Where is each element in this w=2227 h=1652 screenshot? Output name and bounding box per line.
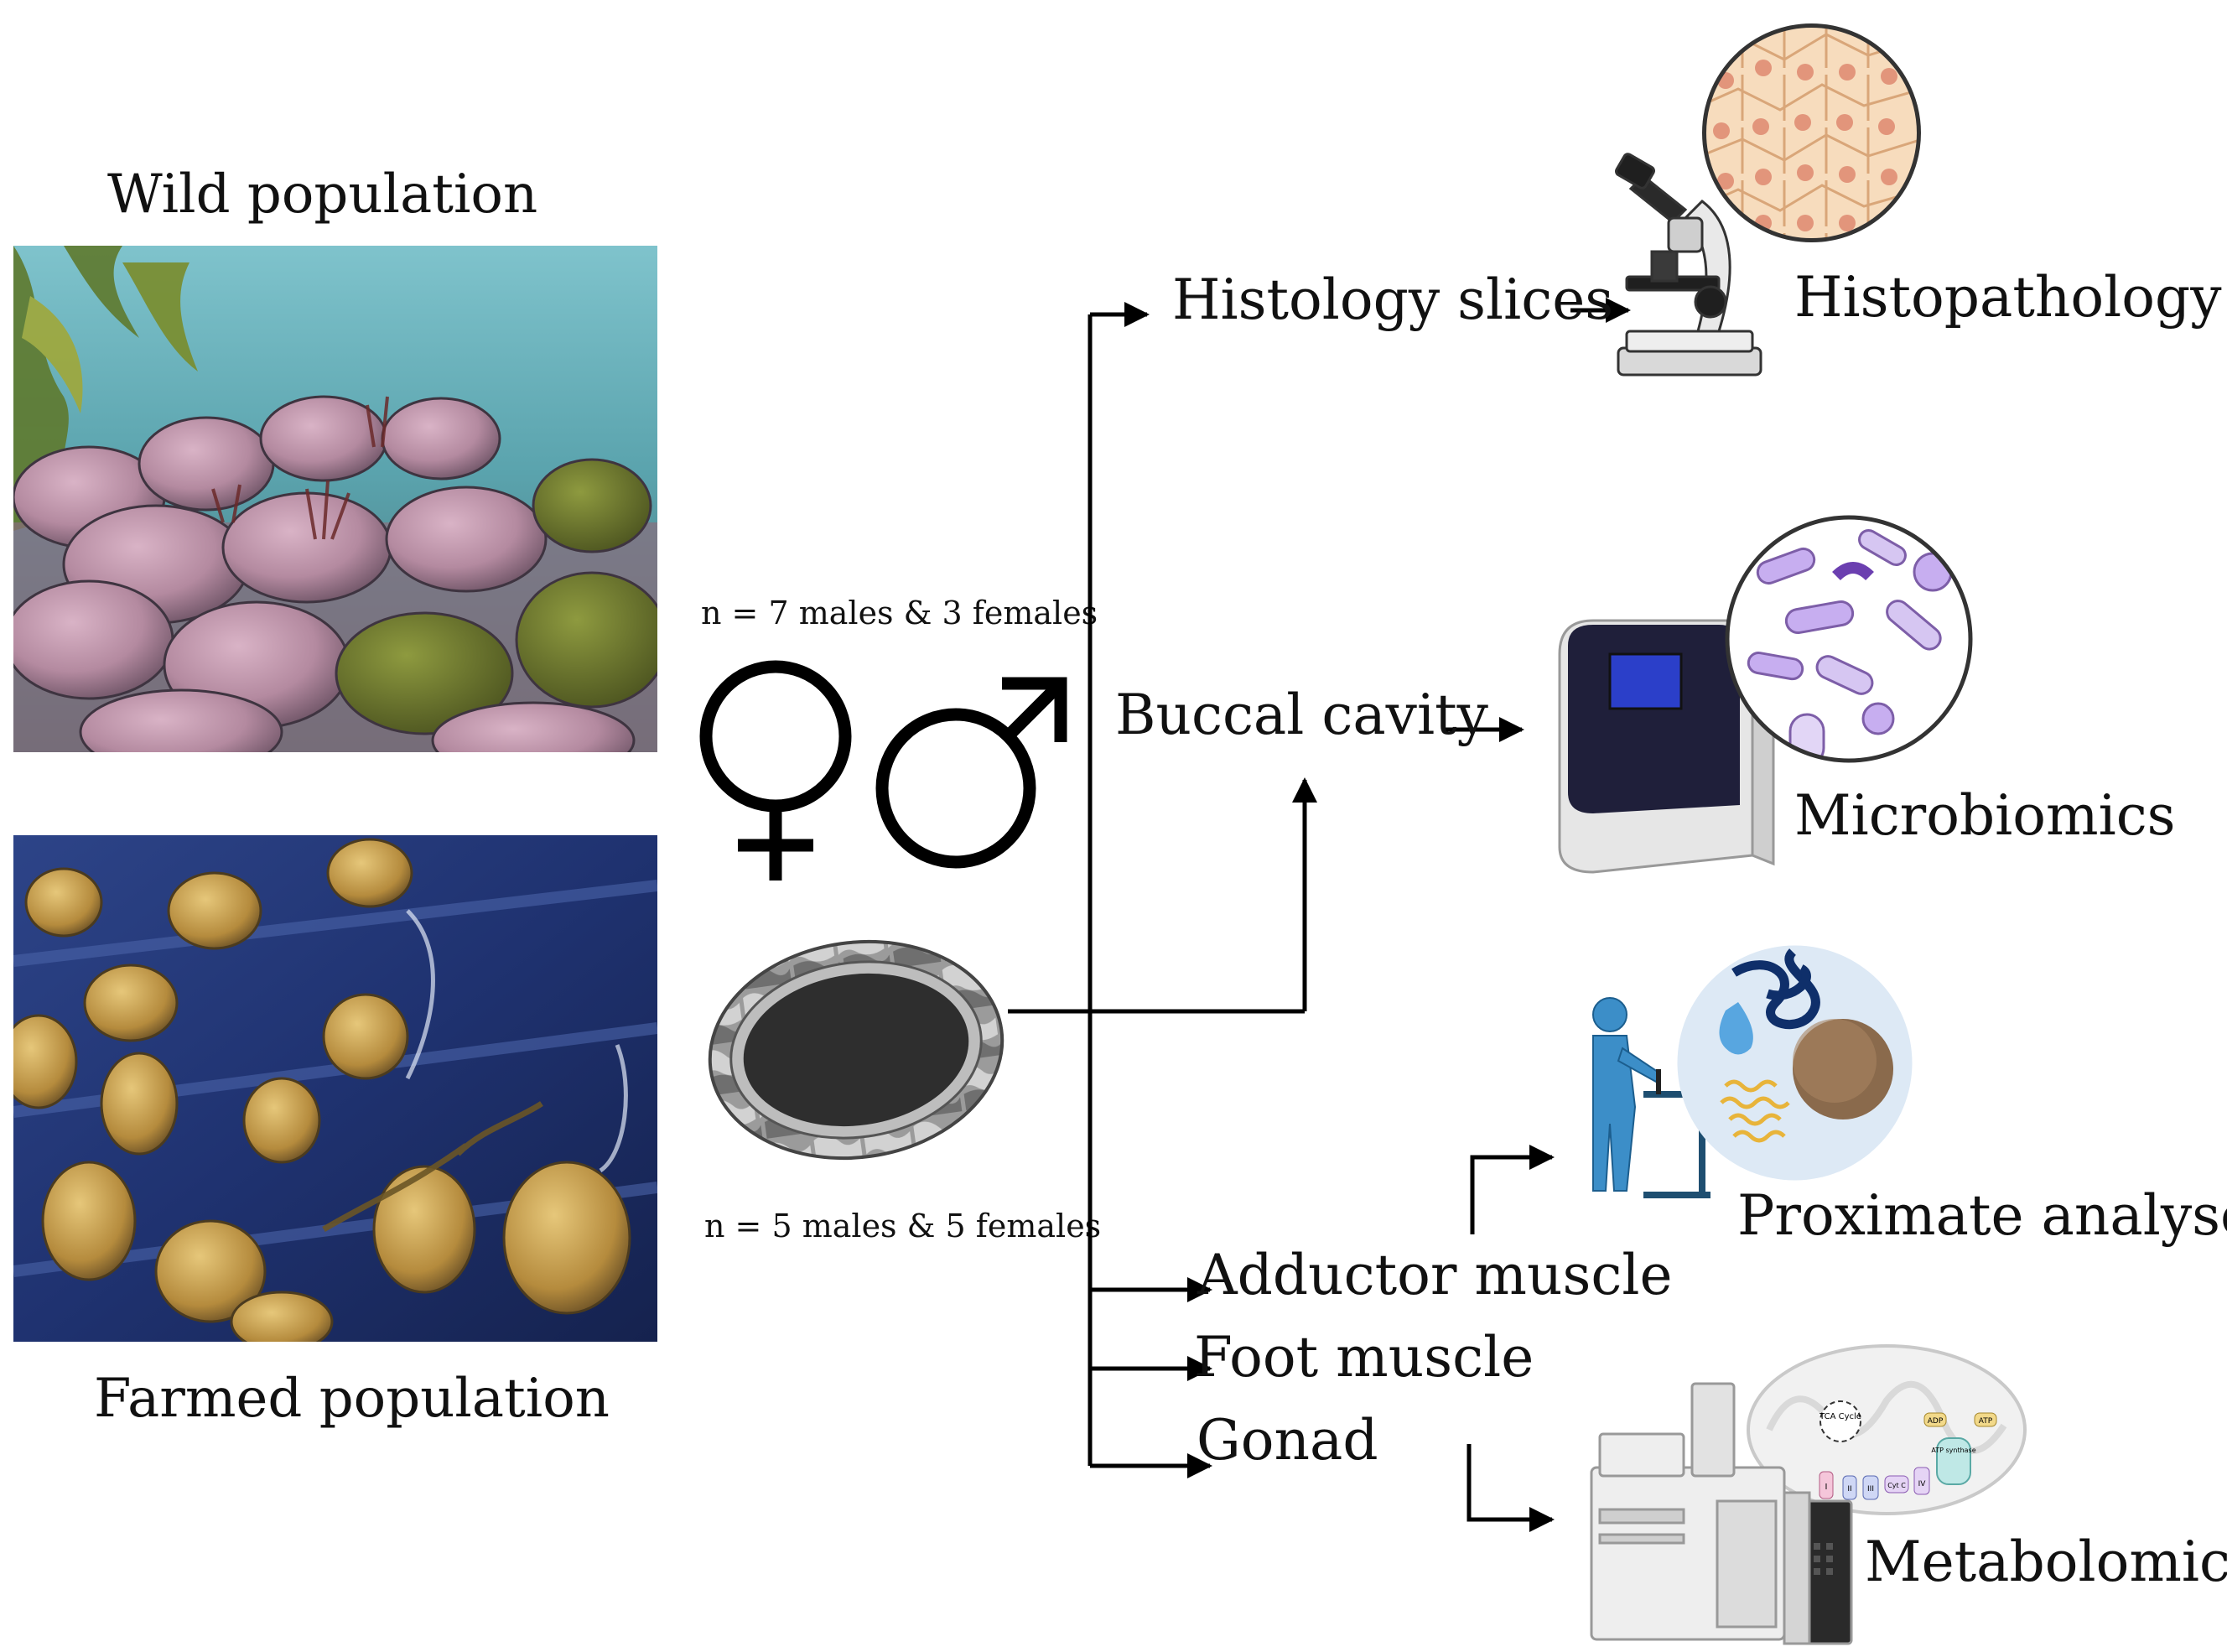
microscope-icon — [1615, 153, 1762, 377]
tca-cycle-label: TCA Cycle — [1819, 1412, 1861, 1421]
tissue-cells-icon — [1702, 23, 1921, 242]
abalone-icon — [708, 939, 1004, 1161]
buccal-cavity-label: Buccal cavity — [1115, 683, 1488, 747]
metabolomics-label: Metabolomics — [1865, 1530, 2227, 1594]
lab-worker-icon — [1592, 997, 1710, 1198]
microbiomics-label: Microbiomics — [1794, 783, 2176, 848]
gonad-label: Gonad — [1197, 1408, 1378, 1473]
histopathology-label: Histopathology — [1794, 265, 2222, 330]
bacteria-icon — [1725, 515, 1973, 763]
foot-muscle-label: Foot muscle — [1194, 1325, 1534, 1390]
cytc-label: Cyt C — [1887, 1482, 1906, 1489]
farmed-population-photo — [13, 835, 657, 1342]
wild-population-title: Wild population — [107, 164, 538, 226]
mass-spectrometer-icon — [1590, 1382, 1853, 1645]
complex-3-label: III — [1867, 1485, 1874, 1494]
male-symbol-icon — [875, 677, 1067, 869]
wild-population-photo — [13, 246, 657, 752]
nutrients-icon — [1677, 945, 1913, 1181]
complex-2-label: II — [1847, 1485, 1851, 1494]
complex-1-label: I — [1825, 1483, 1828, 1492]
histology-slices-label: Histology slices — [1172, 268, 1614, 332]
adductor-muscle-label: Adductor muscle — [1197, 1243, 1673, 1307]
wild-sample-size: n = 7 males & 3 females — [701, 595, 1098, 631]
farmed-population-title: Farmed population — [94, 1368, 610, 1430]
adp-label: ADP — [1928, 1417, 1944, 1426]
atp-synthase-label: ATP synthase — [1931, 1447, 1975, 1454]
atp-label: ATP — [1979, 1417, 1993, 1426]
mitochondria-icon: TCA Cycle ADP ATP ATP synthase I II III … — [1747, 1344, 2027, 1515]
female-symbol-icon — [699, 660, 852, 881]
proximate-analyses-label: Proximate analyses — [1737, 1183, 2227, 1248]
farmed-sample-size: n = 5 males & 5 females — [704, 1208, 1102, 1244]
complex-4-label: IV — [1918, 1480, 1927, 1488]
